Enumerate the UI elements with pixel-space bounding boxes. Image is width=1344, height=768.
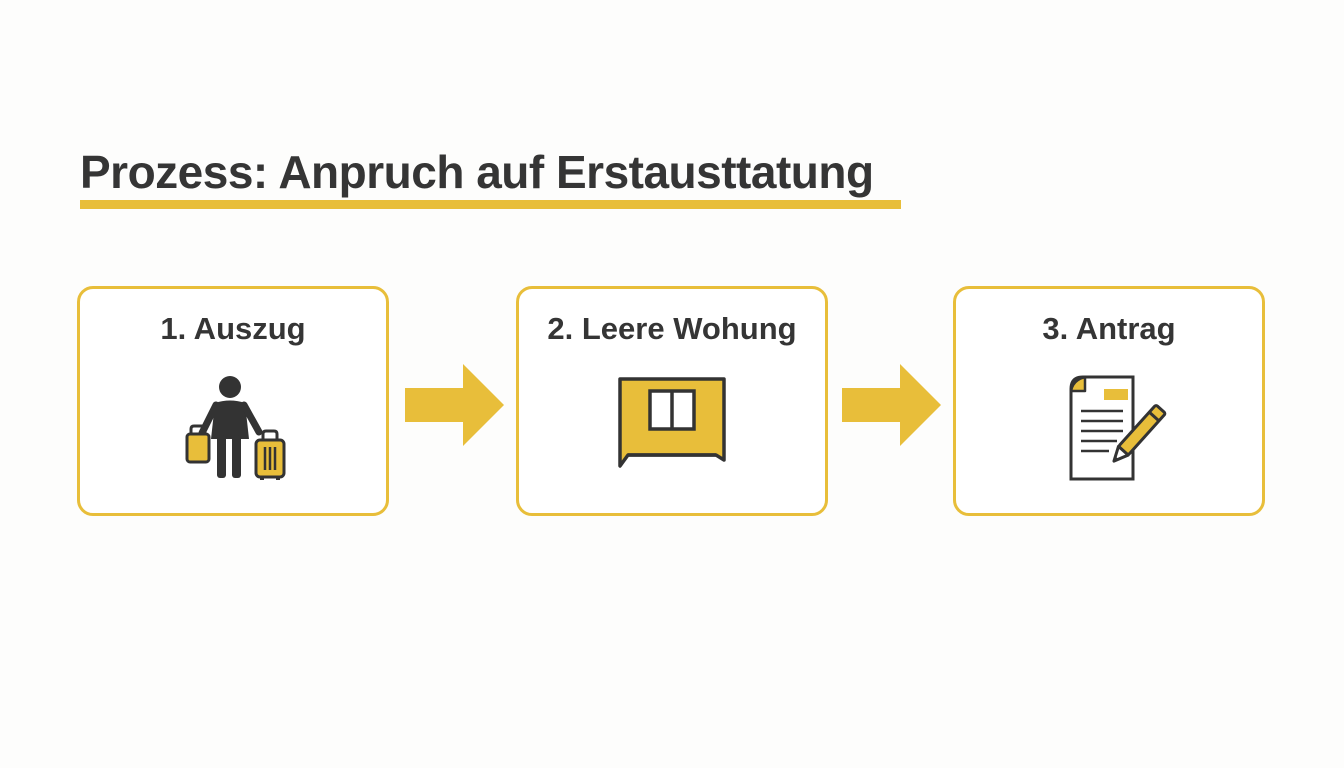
page-title: Prozess: Anpruch auf Erstausttatung	[80, 146, 874, 198]
step-label: 1. Auszug	[160, 311, 306, 346]
empty-room-icon	[618, 377, 726, 468]
title-underline	[80, 200, 901, 209]
step-card-antrag: 3. Antrag	[953, 286, 1265, 516]
person-with-luggage-icon	[185, 376, 286, 480]
step-card-leere-wohnung: 2. Leere Wohung	[516, 286, 828, 516]
arrow-right-icon	[405, 364, 504, 446]
arrow-right-icon	[842, 364, 941, 446]
step-label: 3. Antrag	[1042, 311, 1176, 346]
document-with-pen-icon	[1069, 375, 1167, 481]
step-label: 2. Leere Wohung	[547, 311, 797, 346]
step-card-auszug: 1. Auszug	[77, 286, 389, 516]
